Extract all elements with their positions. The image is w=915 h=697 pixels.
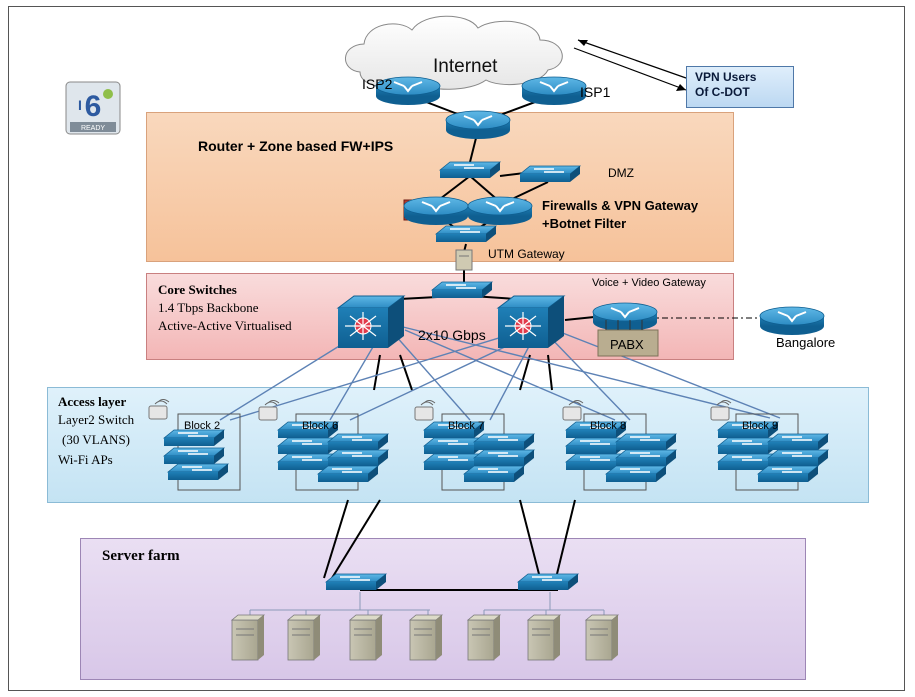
vpn-gateway-left-icon [403, 196, 469, 226]
block-label: Block 6 [302, 420, 339, 432]
access-switch-icon [327, 449, 389, 467]
server-farm-zone [80, 538, 806, 680]
server-switch-right-icon [517, 573, 579, 591]
isp2-label: ISP2 [362, 76, 393, 92]
vpn-line2: Of C-DOT [695, 85, 750, 99]
access-switch-icon [767, 449, 829, 467]
edge-router-icon [445, 110, 511, 140]
access-block-1 [148, 399, 241, 491]
fw-switch-icon [439, 161, 501, 179]
isp1-router-icon [521, 76, 587, 106]
access-zone-line3: Wi-Fi APs [58, 452, 113, 467]
access-block-5 [710, 400, 829, 491]
core-switch-left-icon [336, 295, 406, 348]
server-icon [467, 614, 501, 661]
utm-gateway-label: UTM Gateway [488, 247, 565, 261]
core-zone-title: Core Switches [158, 282, 237, 297]
core-top-switch-icon [431, 281, 493, 299]
voice-gateway-label: Voice + Video Gateway [592, 277, 706, 289]
pabx-label: PABX [610, 337, 644, 352]
access-block-3 [414, 400, 535, 491]
access-switch-icon [767, 433, 829, 451]
vpn-arrow-out [577, 39, 687, 79]
access-switch-icon [615, 433, 677, 451]
dmz-label: DMZ [608, 166, 634, 180]
wifi-ap-icon [258, 400, 280, 421]
server-icon [409, 614, 443, 661]
bangalore-label: Bangalore [776, 335, 836, 350]
access-switch-icon [163, 429, 225, 447]
access-switch-icon [605, 465, 667, 483]
access-block-2 [258, 400, 389, 491]
wifi-ap-icon [562, 400, 584, 421]
server-icon [527, 614, 561, 661]
access-switch-groups [148, 399, 829, 491]
access-block-4 [562, 400, 677, 491]
core-switch-right-icon [496, 295, 566, 348]
internet-label: Internet [433, 56, 498, 77]
isp1-label: ISP1 [580, 84, 611, 100]
server-icon [349, 614, 383, 661]
access-switch-icon [615, 449, 677, 467]
firewall-label-line2: +Botnet Filter [542, 216, 627, 231]
server-icon [585, 614, 619, 661]
vpn-arrow-in [573, 47, 687, 91]
access-switch-icon [167, 463, 229, 481]
access-switch-icon [163, 447, 225, 465]
wifi-ap-icon [148, 399, 170, 420]
vpn-users-box: VPN Users Of C-DOT [686, 66, 794, 108]
core-uplinks [219, 324, 781, 421]
server-icon [231, 614, 265, 661]
core-zone-line2: Active-Active Virtualised [158, 318, 292, 333]
access-switch-icon [327, 433, 389, 451]
dmz-switch-icon [519, 165, 581, 183]
server-icon [287, 614, 321, 661]
pabx-icon [597, 320, 659, 357]
access-switch-icon [463, 465, 525, 483]
server-switch-left-icon [325, 573, 387, 591]
access-zone-title: Access layer [58, 394, 127, 409]
voice-gateway-router-icon [592, 302, 658, 332]
ipv6-ready-logo: 6 I READY [62, 80, 124, 136]
bangalore-router-icon [759, 306, 825, 336]
vpn-gateway-right-icon [467, 196, 533, 226]
access-switch-icon [757, 465, 819, 483]
core-zone-line1: 1.4 Tbps Backbone [158, 300, 259, 315]
svg-text:I: I [78, 97, 82, 113]
block-label: Block 9 [742, 420, 779, 432]
core-link-label: 2x10 Gbps [418, 327, 486, 343]
access-switch-icon [473, 433, 535, 451]
server-rack [231, 614, 619, 661]
firewall-zone-title: Router + Zone based FW+IPS [198, 138, 394, 154]
utm-switch-icon [435, 225, 497, 243]
block-label: Block 2 [184, 420, 221, 432]
wifi-ap-icon [414, 400, 436, 421]
utm-appliance-icon [455, 249, 473, 271]
access-switch-icon [473, 449, 535, 467]
svg-text:6: 6 [85, 90, 102, 123]
logo-text: READY [81, 125, 105, 132]
firewall-label-line1: Firewalls & VPN Gateway [542, 198, 699, 213]
access-zone-line2: (30 VLANS) [62, 432, 131, 447]
vpn-line1: VPN Users [695, 70, 757, 84]
block-label: Block 8 [590, 420, 627, 432]
block-label: Block 7 [448, 420, 485, 432]
server-zone-title: Server farm [102, 548, 180, 564]
access-zone-line1: Layer2 Switch [58, 412, 135, 427]
access-switch-icon [317, 465, 379, 483]
